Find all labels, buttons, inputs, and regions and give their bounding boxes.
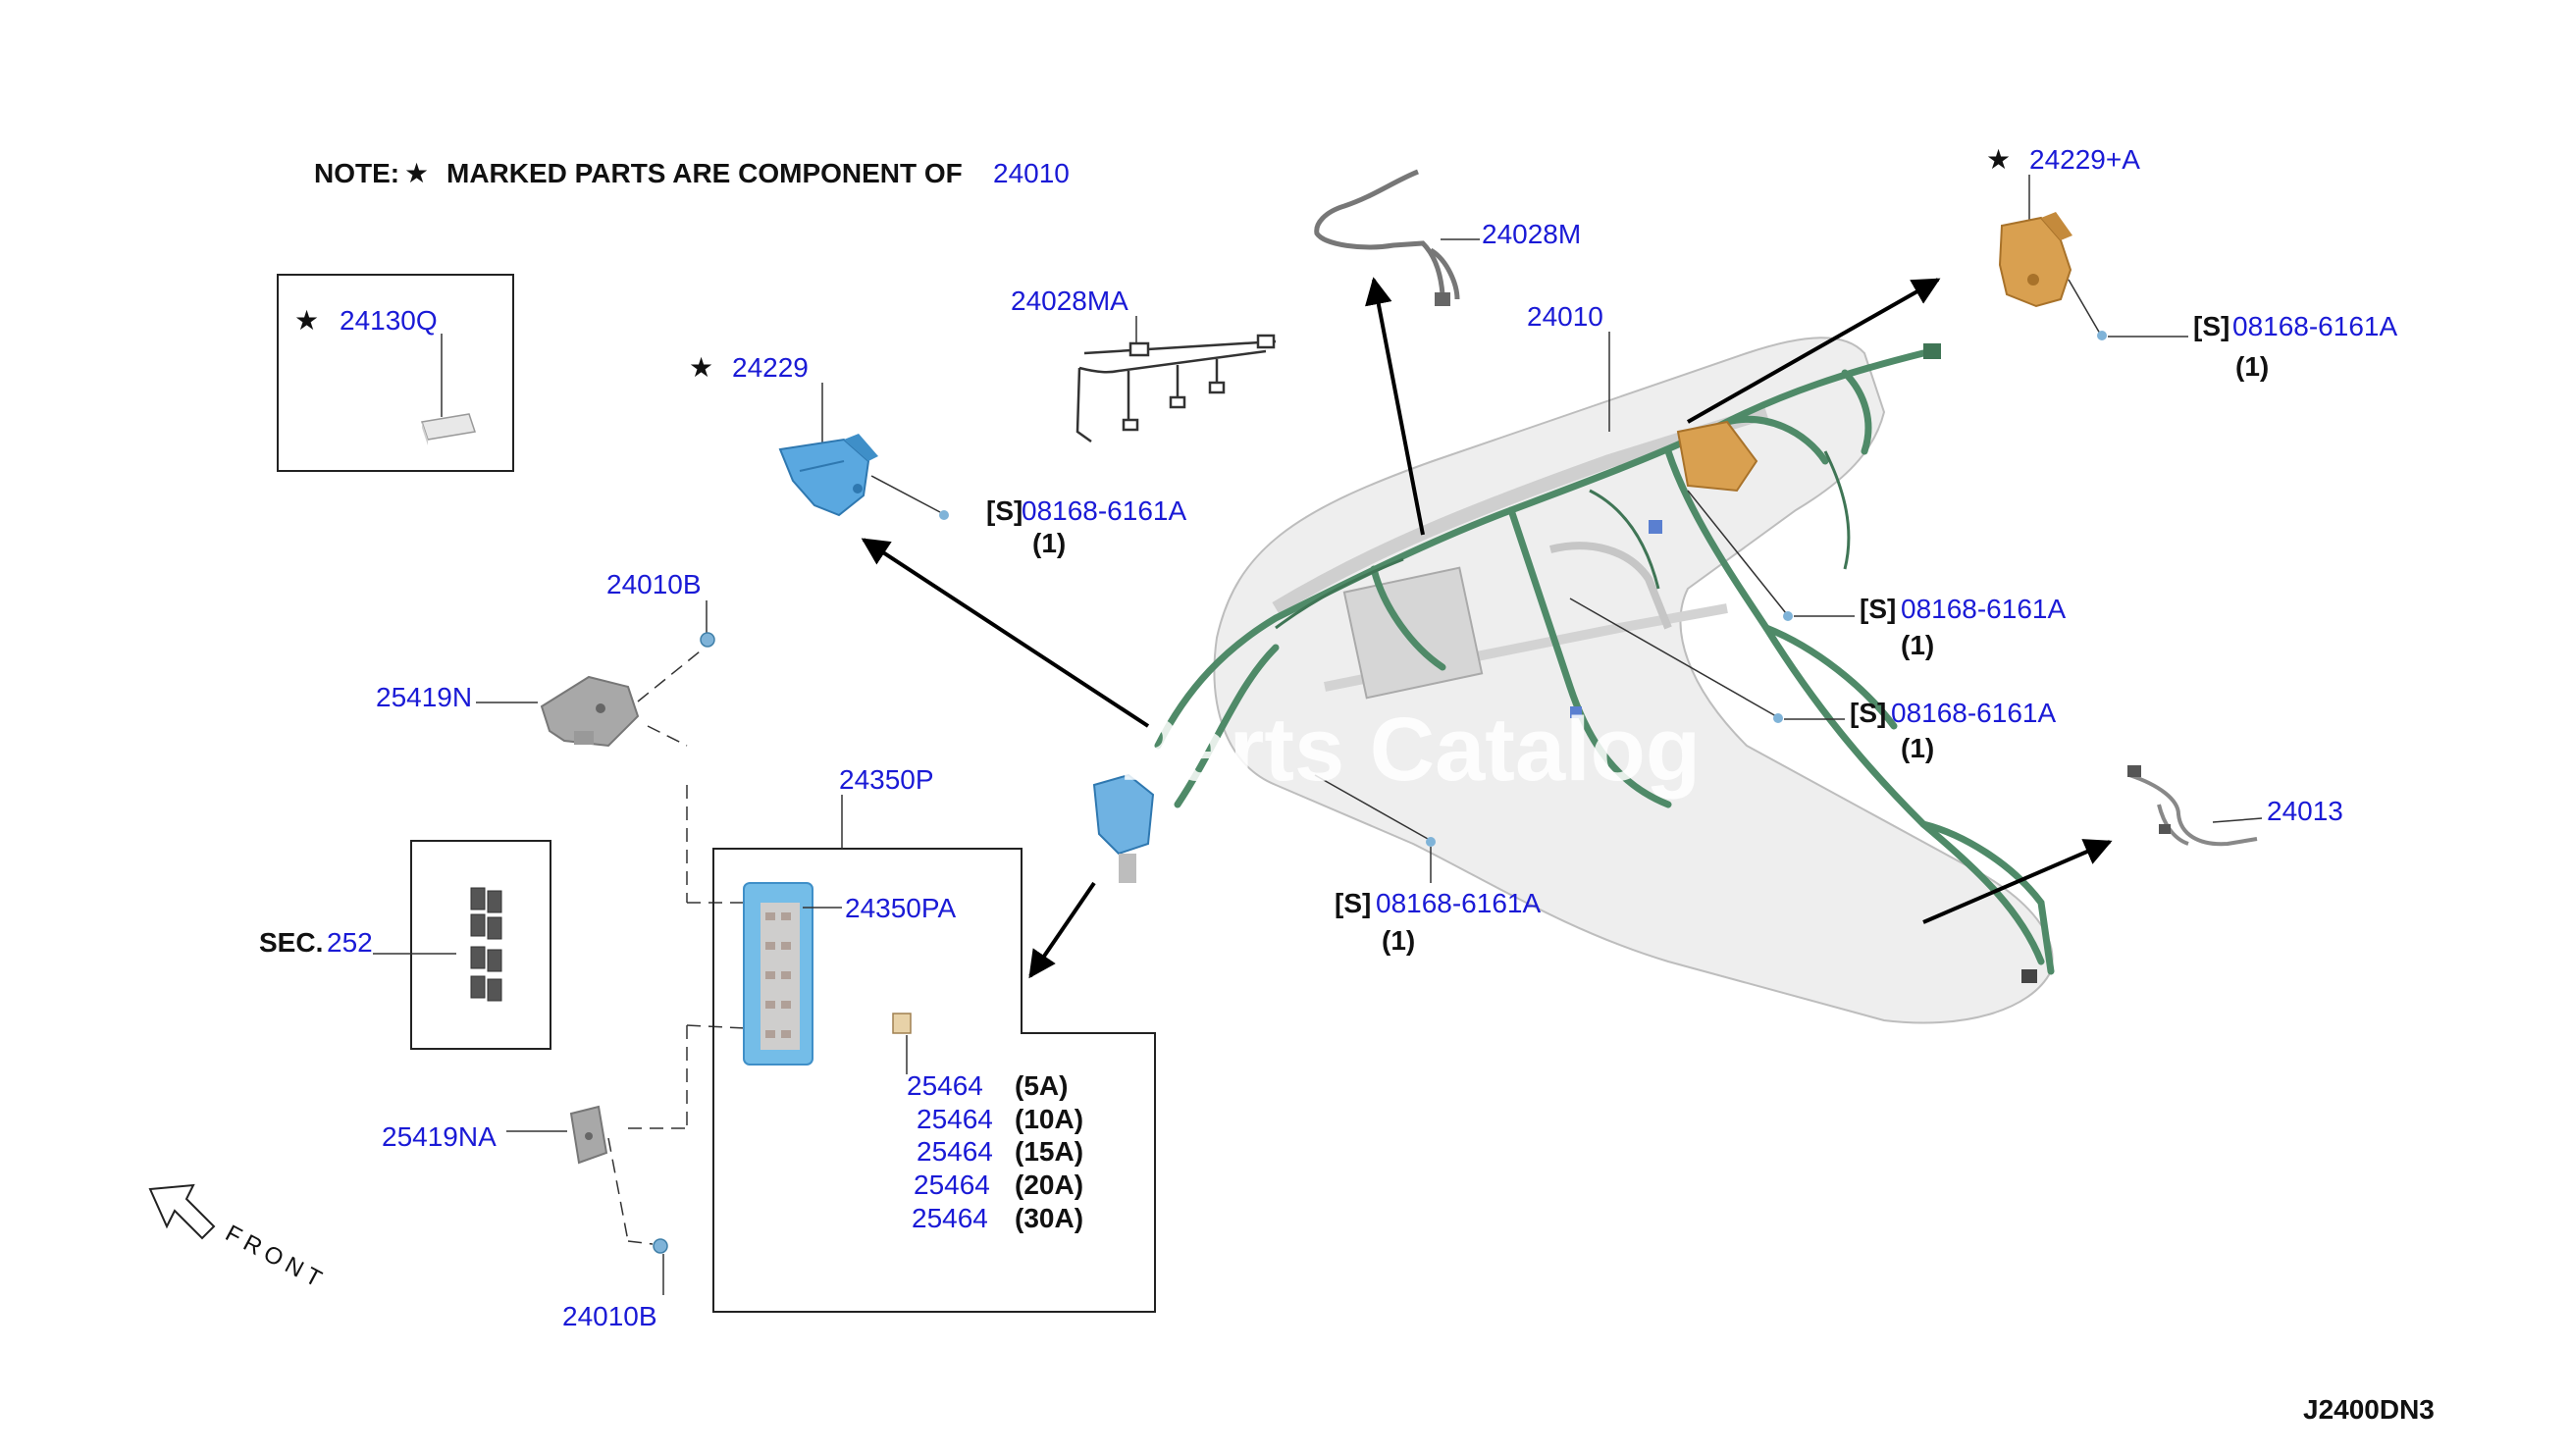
star-icon: ★ [294, 305, 319, 336]
harness-icon [1075, 334, 1277, 443]
sec-prefix: SEC. [259, 927, 323, 958]
dashboard-harness-assembly: 24010 [1092, 301, 2055, 1024]
part-24028M-group: 24028M [1314, 169, 1581, 306]
watermark: Parts Catalog [1119, 700, 1701, 800]
part-24028MA-label[interactable]: 24028MA [1011, 286, 1128, 316]
front-label: FRONT [221, 1220, 331, 1295]
fuse-icon [892, 1013, 912, 1034]
screw-qty: (1) [2235, 351, 2269, 382]
part-24028MA-group: 24028MA [1011, 286, 1277, 443]
part-24010-label[interactable]: 24010 [1527, 301, 1603, 332]
fuse-rating: (20A) [1015, 1170, 1083, 1200]
part-24013-label[interactable]: 24013 [2267, 796, 2343, 826]
relay-stack-icon [470, 887, 502, 1002]
direction-arrows [861, 277, 2113, 979]
screw-tag: [S] [1850, 698, 1886, 728]
sec-number-link[interactable]: 252 [327, 927, 373, 958]
screw-tag: [S] [2193, 311, 2229, 341]
part-24130Q-label[interactable]: 24130Q [340, 305, 438, 336]
part-24229A-group: ★ 24229+A [S] 08168-6161A (1) [1986, 144, 2397, 382]
fuse-block-group: 24350P 24350PA 25464 (5A) 25464 (10A) 25… [712, 764, 1156, 1313]
note-header: NOTE: ★ MARKED PARTS ARE COMPONENT OF 24… [314, 158, 1070, 188]
fuse-rating: (5A) [1015, 1070, 1068, 1101]
part-25419N-label[interactable]: 25419N [376, 682, 472, 712]
part-24013-group: 24013 [2127, 765, 2343, 847]
screw-icon [1426, 837, 1436, 847]
screw-part-label[interactable]: 08168-6161A [1901, 594, 2066, 624]
part-24229-group: ★ 24229 [S] 08168-6161A (1) [689, 352, 1186, 558]
screw-qty: (1) [1901, 630, 1934, 660]
part-25419NA-label[interactable]: 25419NA [382, 1121, 497, 1152]
part-24350P-label[interactable]: 24350P [839, 764, 934, 795]
fuse-part-label[interactable]: 25464 [907, 1070, 983, 1101]
fuse-box-icon [743, 882, 813, 1066]
fuse-rating: (30A) [1015, 1203, 1083, 1233]
part-24010B-top-label[interactable]: 24010B [606, 569, 702, 599]
part-24028M-label[interactable]: 24028M [1482, 219, 1581, 249]
part-24229-label[interactable]: 24229 [732, 352, 809, 383]
connector-block-icon [421, 413, 476, 445]
star-icon: ★ [689, 352, 713, 383]
screw-qty: (1) [1901, 733, 1934, 763]
clip-icon [653, 1238, 668, 1254]
front-indicator: FRONT [148, 1183, 331, 1295]
fuse-part-label[interactable]: 25464 [917, 1136, 993, 1167]
screw-qty: (1) [1032, 528, 1066, 558]
screw-tag: [S] [1860, 594, 1896, 624]
part-24350PA-label[interactable]: 24350PA [845, 893, 956, 923]
note-star: ★ [404, 158, 429, 188]
fuse-part-label[interactable]: 25464 [914, 1170, 990, 1200]
clip-icon [700, 632, 715, 648]
left-bracket-column: 24010B 25419N 25419NA 24010B [376, 569, 747, 1331]
front-arrow-icon [148, 1183, 216, 1240]
bracket-icon [540, 675, 640, 748]
part-24130Q-box: ★ 24130Q [277, 274, 514, 472]
screw-icon [939, 510, 949, 520]
fuse-rating: (10A) [1015, 1104, 1083, 1134]
screw-icon [1773, 713, 1783, 723]
screw-icon [2097, 331, 2107, 340]
screw-callout-right-2: [S] 08168-6161A (1) [1569, 598, 2056, 763]
screw-tag: [S] [1335, 888, 1371, 918]
screw-callout-right-1: [S] 08168-6161A (1) [1687, 490, 2066, 660]
harness-icon [1314, 169, 1460, 300]
relay-bracket-icon [778, 434, 878, 517]
screw-part-label[interactable]: 08168-6161A [2232, 311, 2397, 341]
screw-callout-bottom: [S] 08168-6161A (1) [1314, 774, 1541, 956]
note-text: MARKED PARTS ARE COMPONENT OF [446, 158, 963, 188]
sec-252-group: SEC. 252 [259, 840, 551, 1050]
relay-bracket-icon [1998, 212, 2072, 308]
screw-tag: [S] [986, 495, 1023, 526]
screw-qty: (1) [1382, 925, 1415, 956]
screw-part-label[interactable]: 08168-6161A [1376, 888, 1541, 918]
note-prefix: NOTE: [314, 158, 399, 188]
bracket-icon [569, 1105, 608, 1165]
part-24229A-label[interactable]: 24229+A [2029, 144, 2140, 175]
fuse-part-label[interactable]: 25464 [912, 1203, 988, 1233]
fuse-rating: (15A) [1015, 1136, 1083, 1167]
screw-part-label[interactable]: 08168-6161A [1022, 495, 1186, 526]
part-24010B-bottom-label[interactable]: 24010B [562, 1301, 657, 1331]
diagram-code: J2400DN3 [2303, 1394, 2435, 1425]
harness-icon [2128, 773, 2258, 847]
note-ref-part[interactable]: 24010 [993, 158, 1070, 188]
fuse-part-label[interactable]: 25464 [917, 1104, 993, 1134]
screw-icon [1783, 611, 1793, 621]
star-icon: ★ [1986, 144, 2011, 175]
screw-part-label[interactable]: 08168-6161A [1891, 698, 2056, 728]
